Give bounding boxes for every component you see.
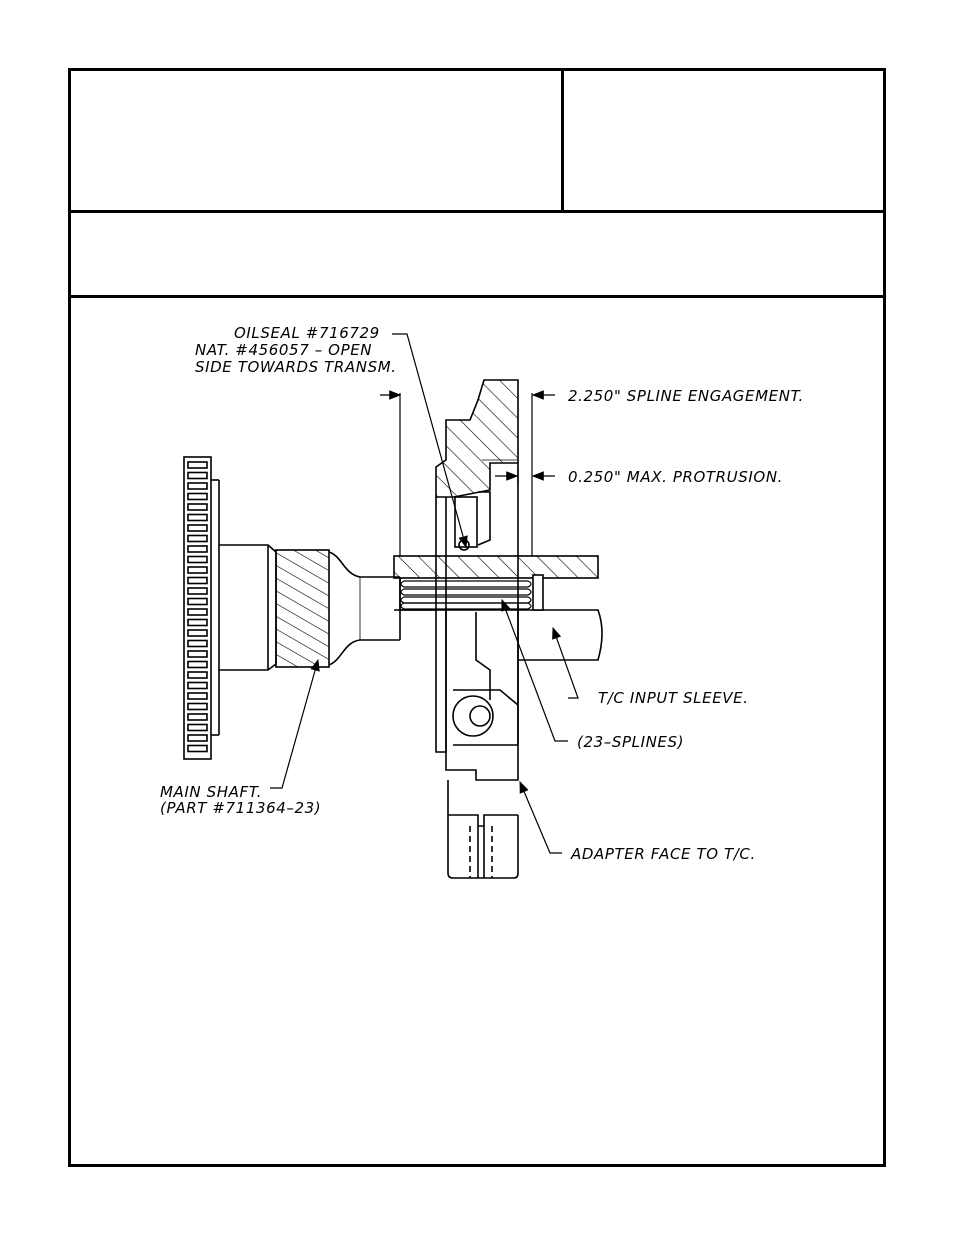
gear (183, 456, 220, 760)
gear-tooth (187, 524, 208, 532)
main-shaft (219, 544, 401, 671)
max-protrusion-label: 0.250" MAX. PROTRUSION. (568, 468, 783, 486)
oilseal-label-3: SIDE TOWARDS TRANSM. (195, 358, 397, 376)
gear-tooth (187, 723, 208, 732)
gear-tooth (187, 618, 208, 627)
gear-tooth (187, 492, 208, 501)
gear-tooth (187, 734, 208, 742)
adapter-housing (435, 379, 519, 753)
outer-border (68, 68, 886, 1167)
oilseal-label-1: OILSEAL #716729 (234, 324, 380, 342)
title-block-divider (561, 68, 564, 212)
gear-tooth (187, 713, 208, 721)
callout-labels: OILSEAL #716729 NAT. #456057 – OPEN SIDE… (160, 324, 804, 863)
gear-tooth (187, 587, 208, 595)
gear-tooth (187, 482, 208, 490)
gear-tooth (187, 692, 208, 700)
gear-tooth (187, 471, 208, 480)
input-sleeve-label: T/C INPUT SLEEVE. (598, 689, 749, 707)
gear-tooth (187, 681, 208, 690)
gear-tooth (187, 629, 208, 637)
gear-tooth (187, 503, 208, 511)
splines-label: (23–SPLINES) (577, 733, 684, 751)
reference-lines (380, 390, 555, 556)
spline-groove (400, 588, 532, 596)
gear-tooth (187, 576, 208, 585)
gear-tooth (187, 702, 208, 711)
title-divider-bottom (68, 295, 886, 298)
gear-tooth (187, 513, 208, 522)
gear-tooth (187, 555, 208, 564)
oilseal-label-2: NAT. #456057 – OPEN (195, 341, 372, 359)
adapter-lower (445, 605, 519, 879)
main-shaft-label-1: MAIN SHAFT. (160, 783, 262, 801)
leader-lines (270, 333, 579, 854)
spline-groove (400, 596, 532, 604)
gear-tooth (187, 461, 208, 469)
gear-tooth (187, 566, 208, 574)
gear-tooth (187, 545, 208, 553)
spline-engagement-label: 2.250" SPLINE ENGAGEMENT. (568, 387, 804, 405)
spline-groove (400, 580, 532, 588)
main-shaft-label-2: (PART #711364–23) (160, 799, 321, 817)
gear-tooth (187, 608, 208, 616)
gear-tooth (187, 744, 208, 753)
title-divider-top (68, 210, 886, 213)
adapter-face-label: ADAPTER FACE TO T/C. (570, 845, 756, 863)
gear-tooth (187, 671, 208, 679)
gear-tooth (187, 597, 208, 606)
spline-groove (400, 602, 532, 610)
input-sleeve (393, 555, 603, 661)
gear-tooth (187, 660, 208, 669)
gear-tooth (187, 534, 208, 543)
gear-tooth (187, 639, 208, 648)
gear-tooth (187, 650, 208, 658)
